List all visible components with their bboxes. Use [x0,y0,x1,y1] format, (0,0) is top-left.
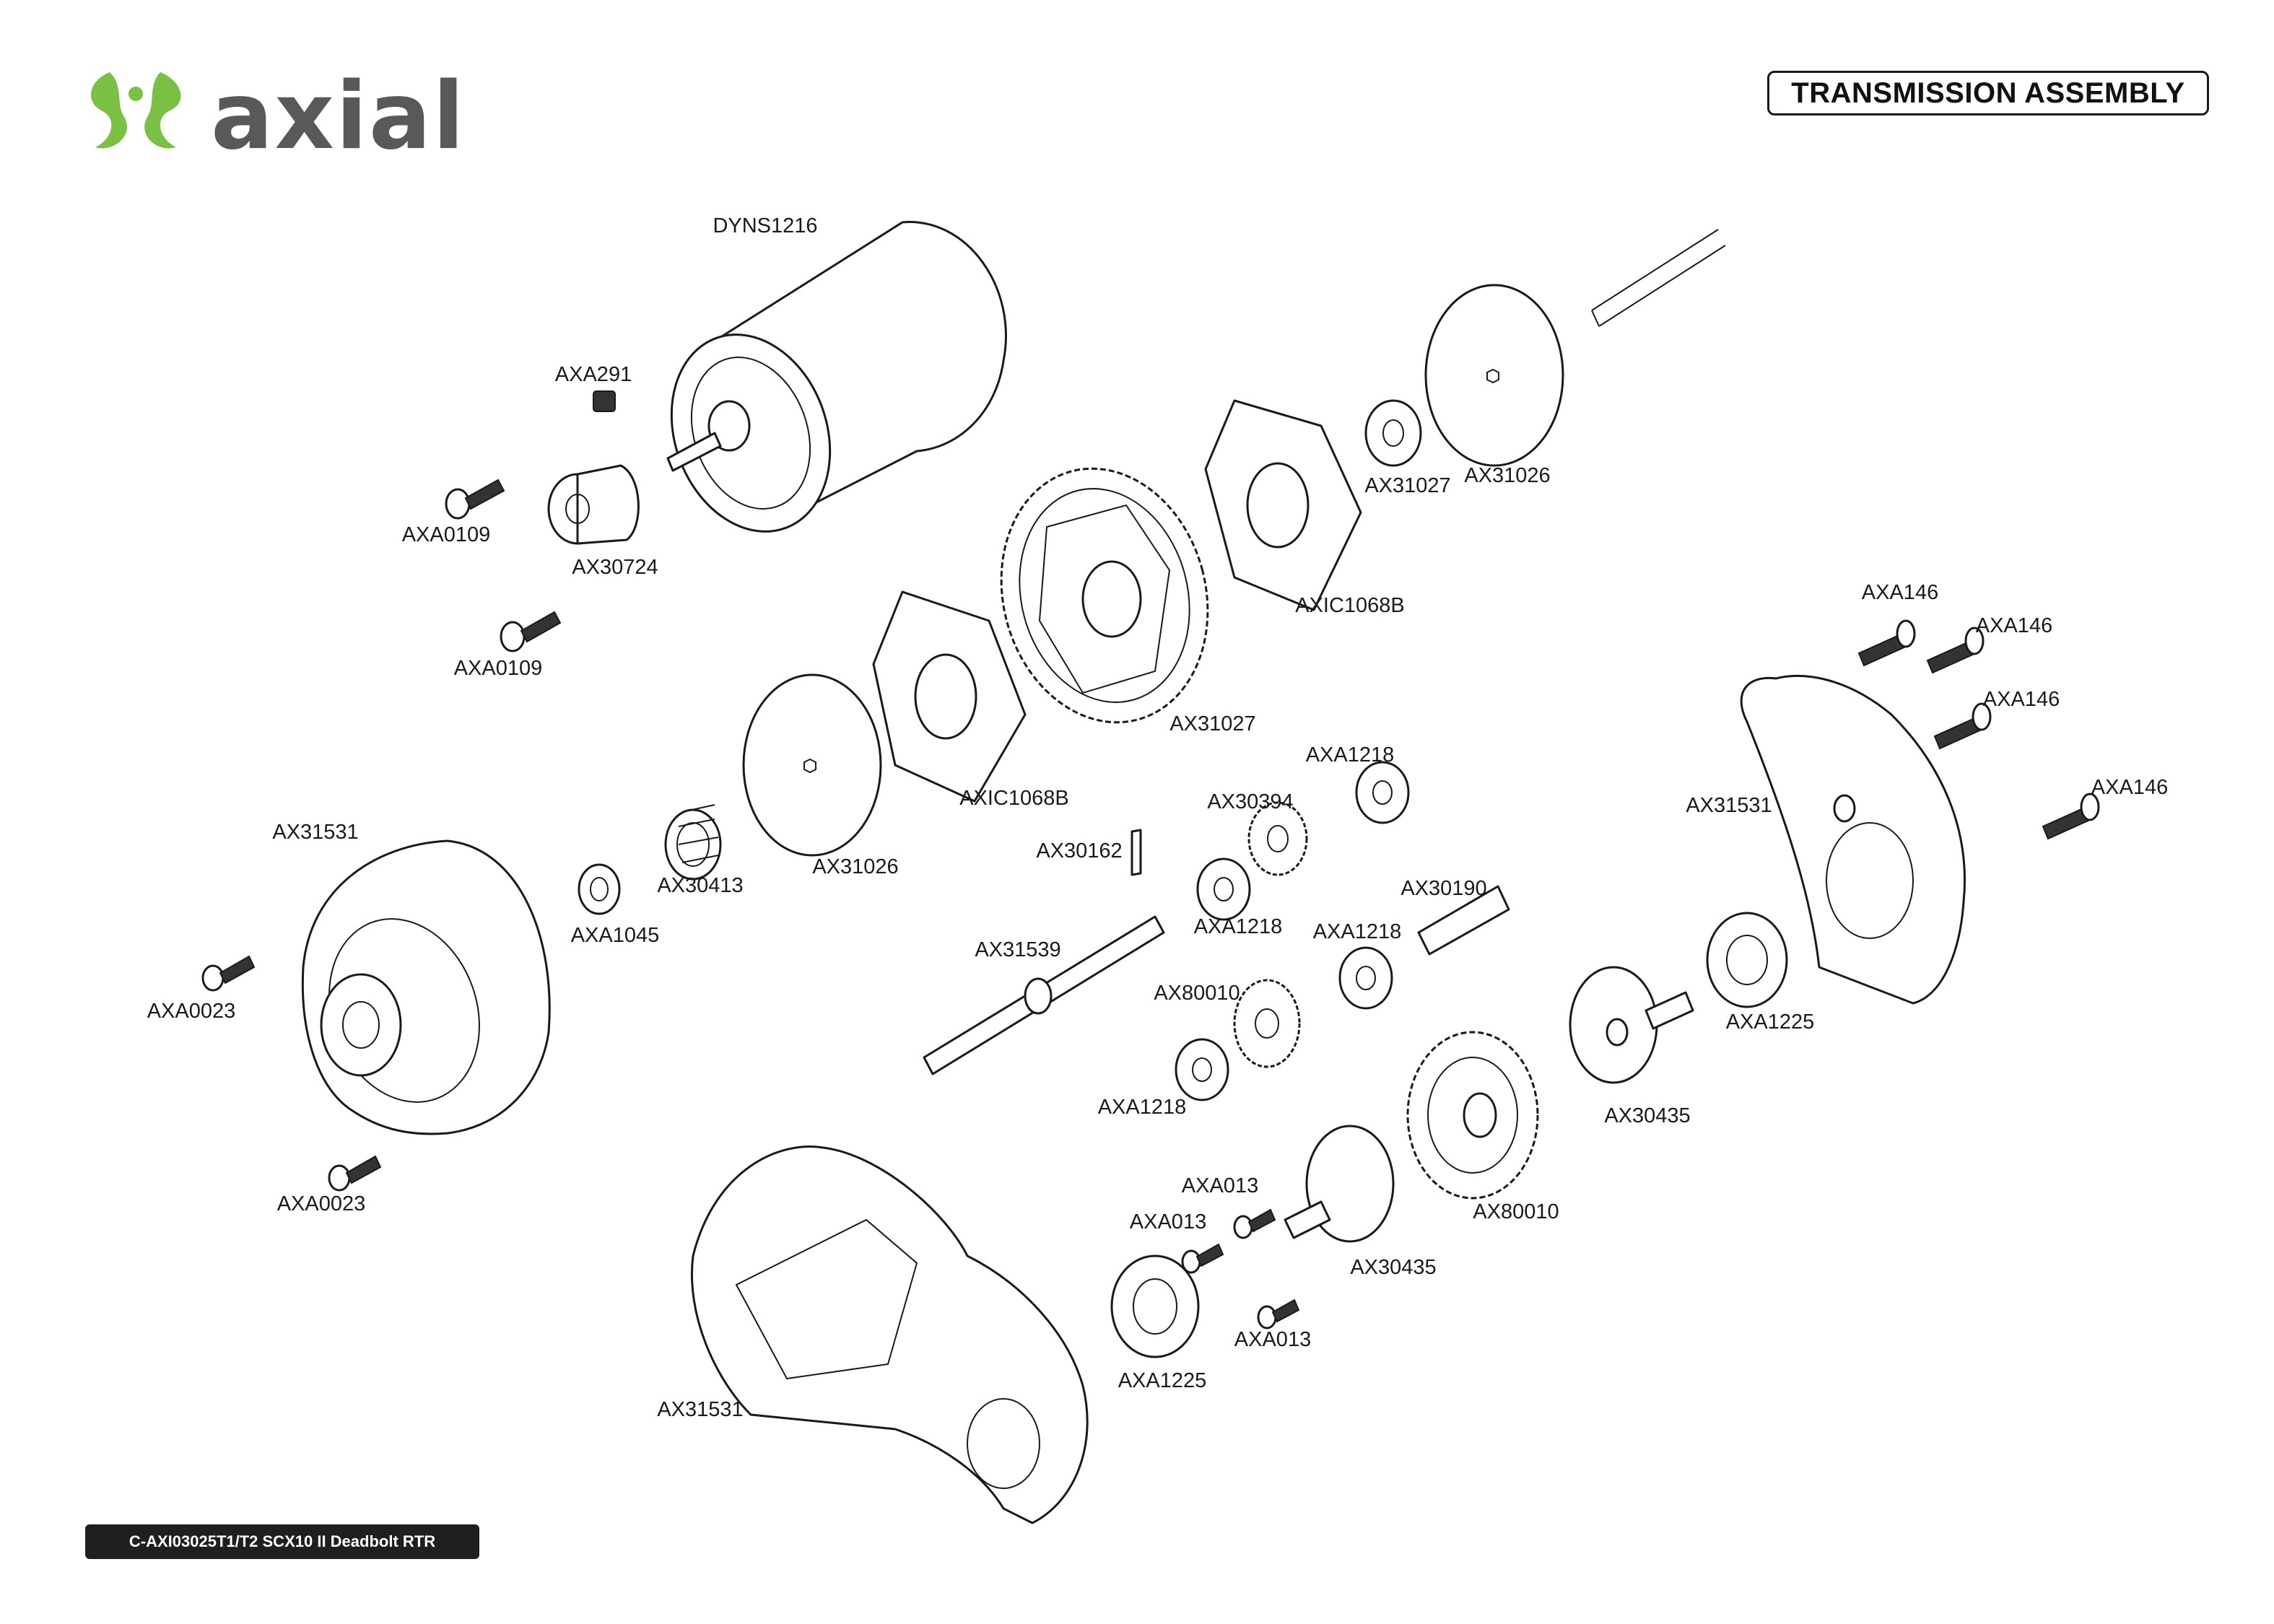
label-ax30435-bottom: AX30435 [1350,1256,1436,1279]
label-ax31539: AX31539 [975,938,1060,961]
label-ax80010-large: AX80010 [1473,1200,1559,1223]
label-axa1225-right: AXA1225 [1726,1010,1815,1034]
screw-axa013-2 [1181,1243,1224,1274]
label-ax31026-top: AX31026 [1464,464,1550,487]
bearing-axa1225-bottom [1110,1254,1200,1358]
bearing-axa1225-right [1706,912,1788,1008]
label-axa0109-b: AXA0109 [454,657,543,680]
axial-logo: axial [81,66,528,167]
label-ax30162: AX30162 [1036,839,1122,863]
document-footer: C-AXI03025T1/T2 SCX10 II Deadbolt RTR [85,1524,479,1559]
label-ax31531-left: AX31531 [272,821,358,844]
label-axa013-1: AXA013 [1182,1174,1258,1197]
label-axa1218-1: AXA1218 [1306,743,1395,767]
label-dyns1216: DYNS1216 [713,214,817,237]
label-axa1225-bottom: AXA1225 [1118,1369,1207,1392]
bearing-axa1218-1 [1355,761,1410,824]
label-axa146-1: AXA146 [1862,581,1938,604]
outdrive-ax30435-right [1569,966,1694,1084]
label-ax31027-gear: AX31027 [1169,712,1255,735]
label-axa1218-2: AXA1218 [1194,915,1283,938]
screw-axa146-4 [2042,793,2100,840]
label-ax31531-right: AX31531 [1686,794,1772,817]
gear-ax80010-large [1406,1031,1539,1200]
screw-axa013-1 [1233,1208,1276,1239]
set-screw [593,390,616,412]
label-ax31531-bottom: AX31531 [657,1398,743,1421]
label-axic1068b-top: AXIC1068B [1295,594,1405,617]
label-ax31026-bottom: AX31026 [812,855,898,878]
bearing-ax31027 [1364,399,1422,467]
screw-axa013-3 [1257,1298,1300,1330]
axial-wordmark: axial [211,63,466,170]
label-axa1045: AXA1045 [571,924,660,947]
screw-axa0109-a [445,479,505,520]
gear-ax30394 [1247,801,1308,876]
top-shaft [1591,229,1726,327]
label-ax30190: AX30190 [1400,877,1486,900]
lock-nut [578,863,621,915]
motor [666,221,1007,533]
gearbox-left [301,839,551,1135]
gearbox-right [1740,675,1966,1005]
pin-ax30162 [1131,829,1142,876]
label-axa0023-a: AXA0023 [147,1000,236,1023]
spur-gear [1000,467,1209,724]
label-axa146-4: AXA146 [2091,776,2168,799]
gearbox-bottom [691,1145,1089,1524]
screw-axa0023-b [328,1155,382,1192]
label-ax30724: AX30724 [572,556,658,579]
screw-axa146-1 [1857,619,1916,667]
label-axa1218-4: AXA1218 [1098,1096,1187,1119]
page-title: TRANSMISSION ASSEMBLY [1767,71,2209,115]
spring [664,804,722,881]
label-axa146-2: AXA146 [1976,614,2052,637]
label-axic1068b-bottom: AXIC1068B [959,787,1069,810]
label-ax80010-small: AX80010 [1154,982,1240,1005]
label-axa013-2: AXA013 [1130,1210,1206,1234]
slipper-plate-bottom [742,673,882,857]
label-axa1218-3: AXA1218 [1313,920,1402,943]
pinion-gear [547,464,640,545]
screw-axa146-3 [1933,702,1992,750]
label-ax30394: AX30394 [1207,790,1293,813]
bearing-axa1218-2 [1196,857,1251,921]
screw-axa0023-a [201,955,256,992]
label-ax31027-bearing: AX31027 [1364,474,1450,497]
slipper-plate-top [1424,284,1564,467]
label-ax30413: AX30413 [657,874,743,897]
gear-ax80010-small [1233,979,1301,1068]
screw-axa146-2 [1926,627,1985,674]
axial-leaf-icon [90,72,181,149]
bearing-axa1218-3 [1338,946,1393,1010]
label-axa291: AXA291 [555,363,632,386]
label-axa0023-b: AXA0023 [277,1192,366,1215]
shaft-ax30190 [1417,885,1510,956]
bearing-axa1218-4 [1175,1038,1229,1101]
outdrive-ax30435-bottom [1284,1125,1395,1243]
screw-axa0109-b [500,611,562,652]
label-axa146-3: AXA146 [1983,688,2060,711]
label-ax30435-right: AX30435 [1604,1104,1690,1127]
label-axa0109-a: AXA0109 [402,523,491,546]
label-axa013-3: AXA013 [1234,1328,1311,1351]
